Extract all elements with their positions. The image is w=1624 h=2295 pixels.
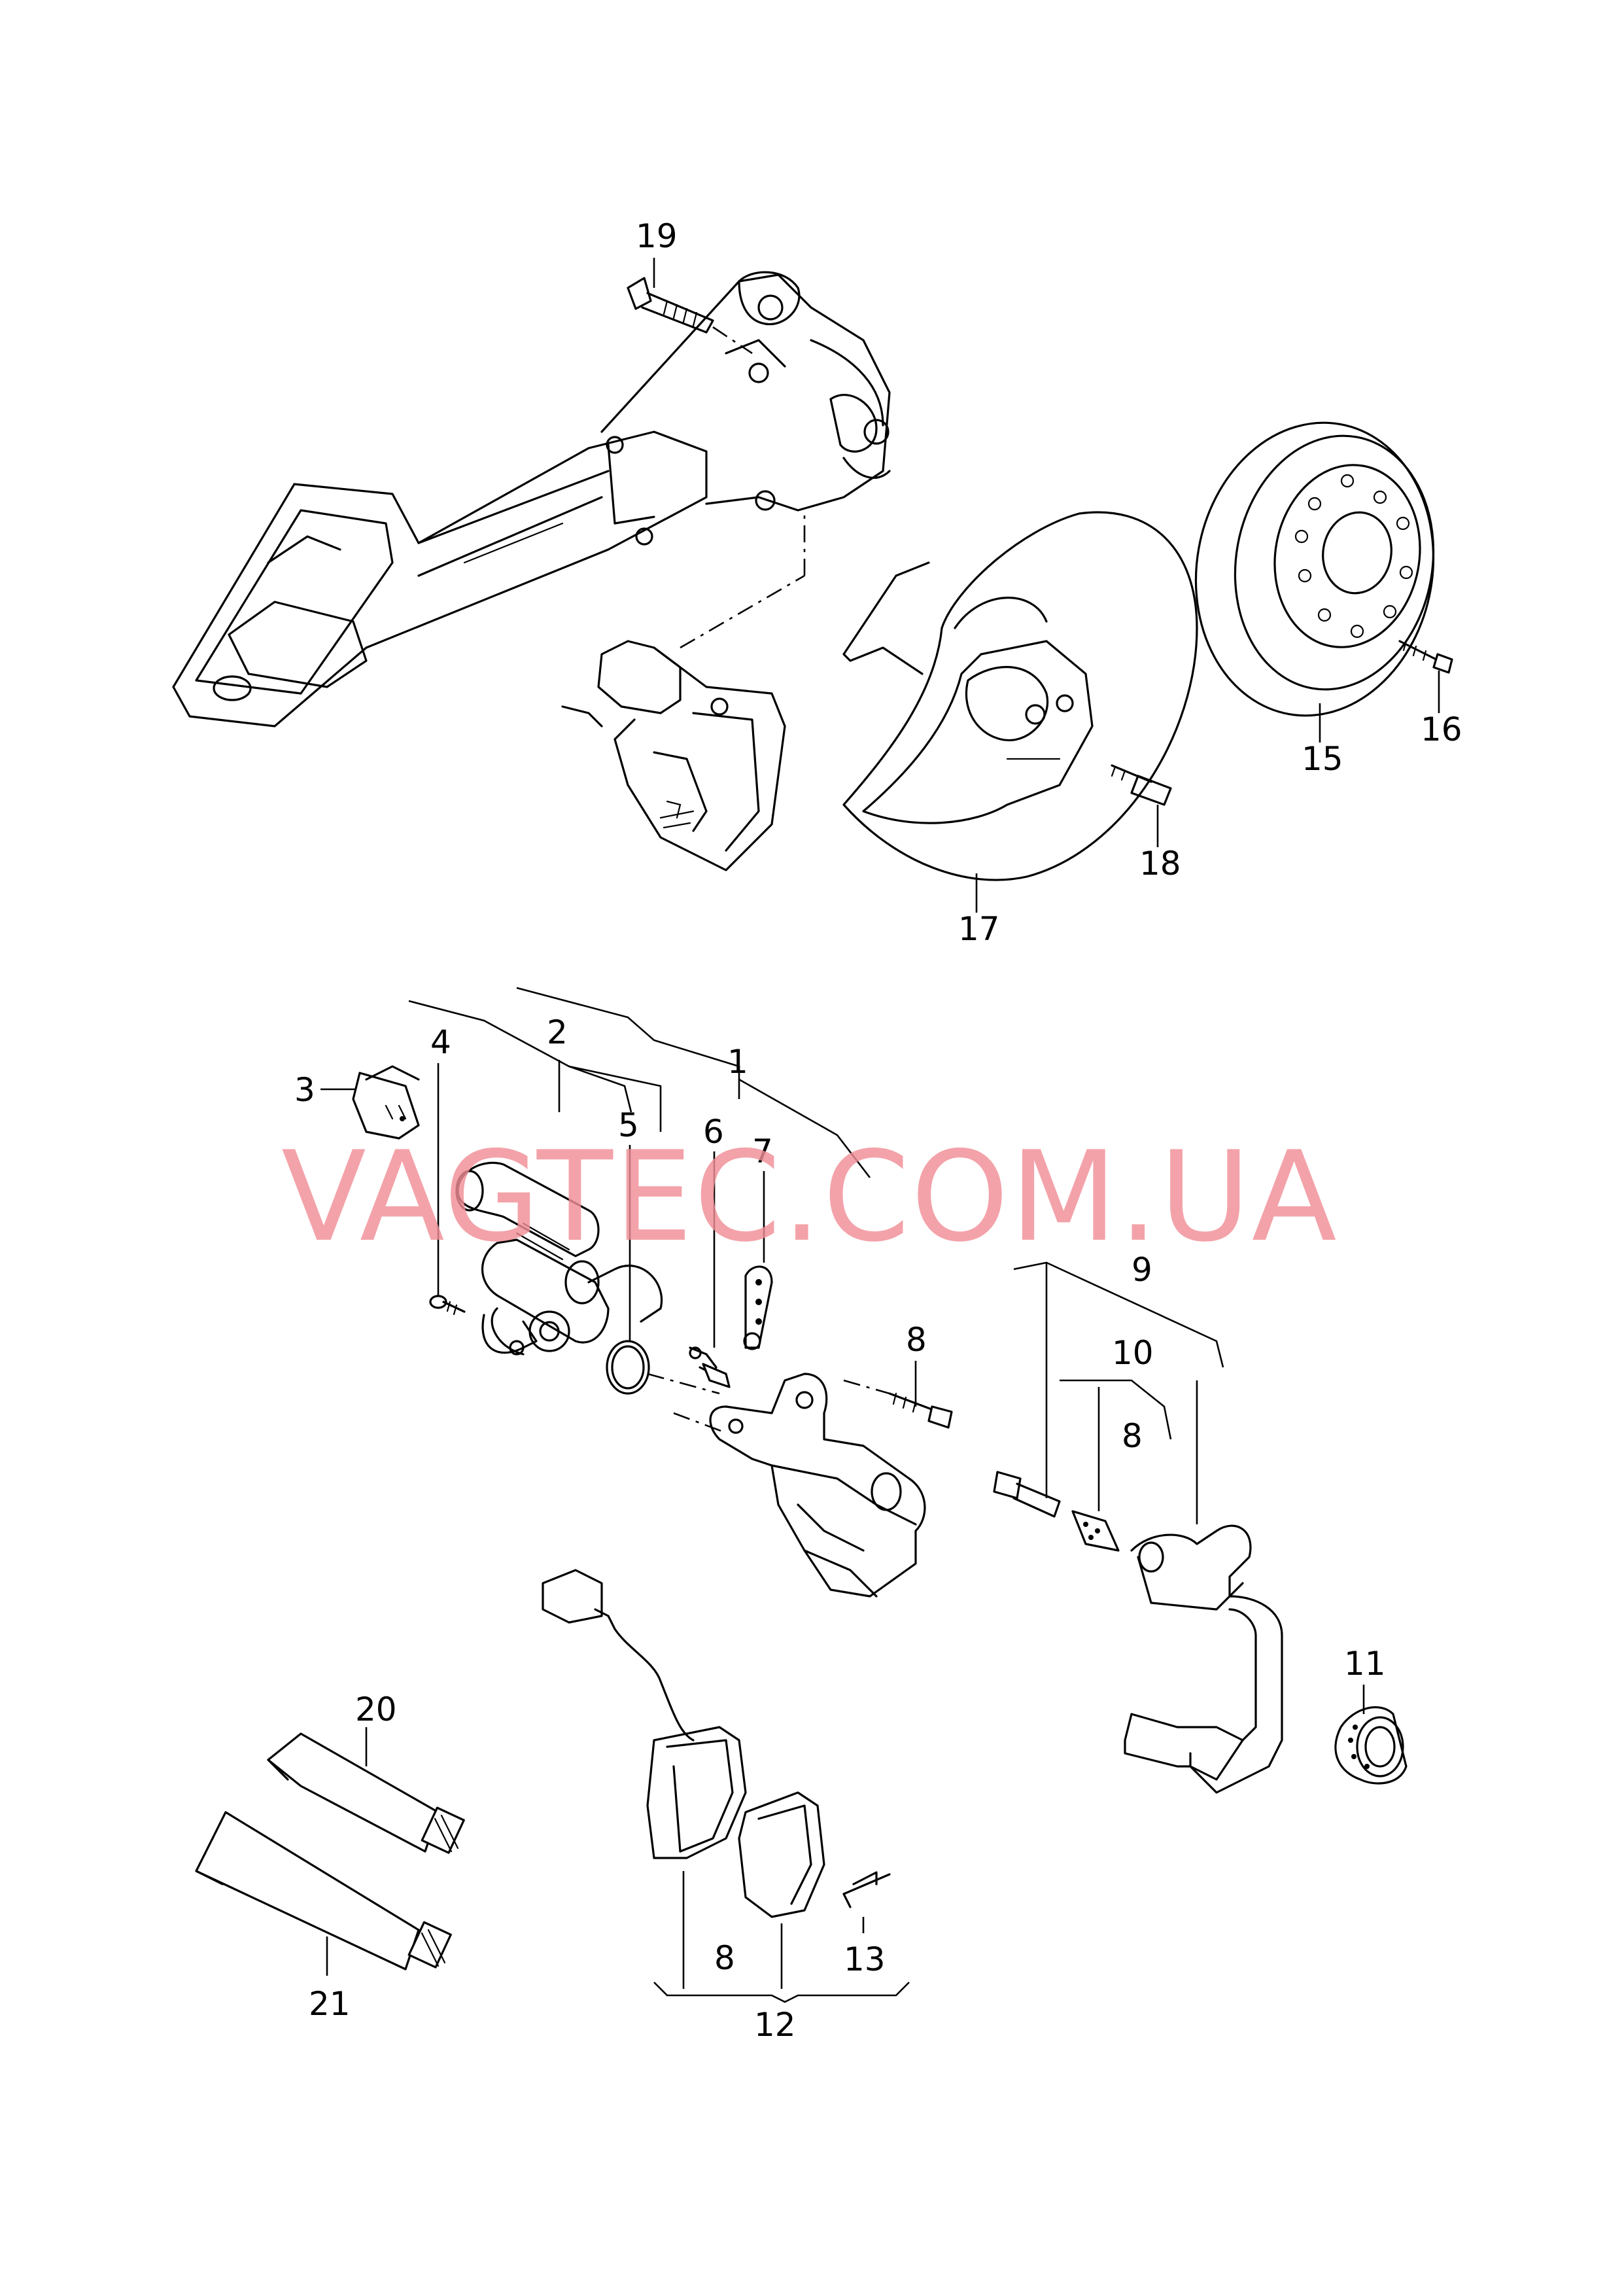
callout-4: 4 (430, 1023, 451, 1061)
callout-3: 3 (294, 1071, 315, 1109)
callout-16: 16 (1421, 710, 1462, 748)
callout-8-upper: 8 (906, 1321, 927, 1359)
guide-bolt-8-upper[interactable] (888, 1392, 953, 1429)
callout-7: 7 (752, 1132, 773, 1170)
disc-bolt-holes (1294, 474, 1413, 639)
clip-13[interactable] (842, 1871, 891, 1908)
parking-brake-motor-2[interactable] (455, 1161, 663, 1356)
screw-16[interactable] (1398, 640, 1453, 674)
dust-cap-7[interactable] (743, 1265, 773, 1350)
grease-tube-21[interactable] (195, 1811, 452, 1971)
wear-sensor[interactable] (542, 1569, 695, 1742)
splash-shield-17[interactable] (842, 511, 1198, 881)
callout-2: 2 (547, 1013, 568, 1051)
brake-caliper-1[interactable] (709, 1373, 926, 1598)
caliper-carrier-bracket[interactable] (1124, 1524, 1283, 1794)
callout-21: 21 (309, 1985, 351, 2023)
o-ring-5[interactable] (606, 1340, 650, 1395)
bleeder-valve-6[interactable] (689, 1346, 731, 1388)
bolt-19[interactable] (627, 277, 714, 334)
bearing-11[interactable] (1334, 1706, 1408, 1785)
callout-12: 12 (754, 2006, 796, 2044)
bush-10[interactable] (1071, 1510, 1120, 1552)
guide-bolt-8-bracket[interactable] (993, 1471, 1061, 1518)
callout-19: 19 (636, 217, 678, 255)
brake-caliper-assembly-top[interactable] (561, 640, 786, 871)
callout-20: 20 (355, 1691, 397, 1728)
screw-4[interactable] (429, 1295, 466, 1316)
brake-pad-outer[interactable] (646, 1726, 747, 1859)
callout-17: 17 (958, 910, 1000, 948)
callout-10: 10 (1112, 1334, 1154, 1372)
callout-13: 13 (844, 1940, 886, 1978)
callout-8-bracket: 8 (1122, 1417, 1143, 1455)
callout-8-pads: 8 (714, 1939, 735, 1977)
watermark-text: VAGTEC.COM.UA (281, 1125, 1338, 1269)
callout-1: 1 (727, 1043, 748, 1081)
callout-5: 5 (618, 1106, 639, 1144)
trailing-arm-with-wheel-carrier[interactable] (172, 271, 891, 727)
callout-18: 18 (1139, 845, 1181, 883)
callout-9: 9 (1132, 1251, 1152, 1289)
callout-15: 15 (1302, 740, 1343, 778)
bolt-18[interactable] (1111, 764, 1172, 806)
brake-pad-inner[interactable] (738, 1791, 825, 1918)
callout-11: 11 (1344, 1645, 1386, 1683)
grease-tube-20[interactable] (267, 1732, 465, 1854)
brake-disc-15[interactable] (1173, 404, 1457, 735)
callout-6: 6 (703, 1113, 724, 1151)
connector-3[interactable] (352, 1065, 420, 1140)
